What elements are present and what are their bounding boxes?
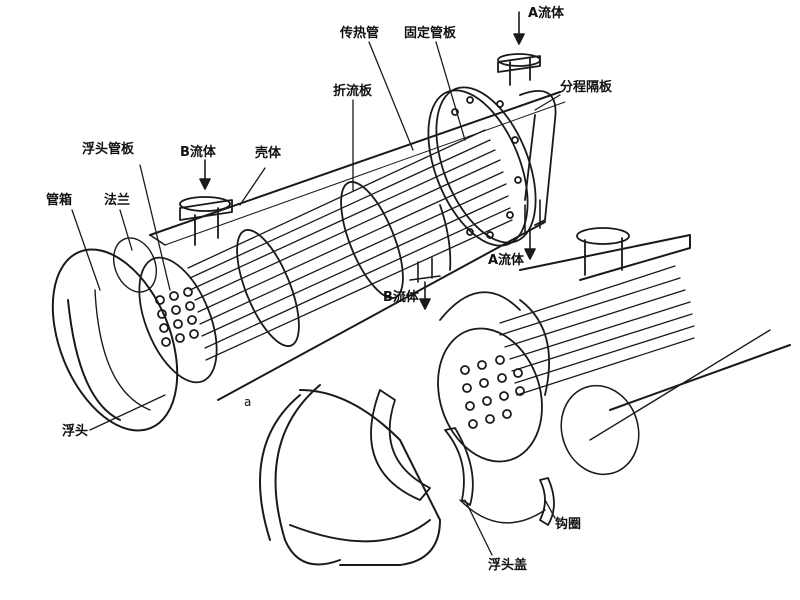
label-hook-ring: 钩圈 <box>555 517 582 532</box>
assembled-exchanger <box>51 53 566 432</box>
label-a-fluid-in: A流体 <box>528 6 565 21</box>
label-figure-letter: a <box>244 395 252 409</box>
right-shell-nozzle <box>576 227 630 276</box>
leader-lines <box>71 41 561 556</box>
label-b-fluid-in: B流体 <box>180 145 216 160</box>
left-channel <box>51 248 179 432</box>
label-shell: 壳体 <box>255 146 282 161</box>
flow-arrows <box>199 11 536 310</box>
hook-ring-parts <box>370 389 555 526</box>
label-heat-tube: 传热管 <box>340 26 380 41</box>
label-flange: 法兰 <box>104 193 131 208</box>
label-floating-head-cover: 浮头盖 <box>488 558 528 573</box>
b-nozzle-top <box>179 196 233 246</box>
fixed-tubesheet <box>427 86 537 247</box>
label-baffle: 折流板 <box>333 84 373 99</box>
label-fixed-tubesheet: 固定管板 <box>404 26 457 41</box>
floating-head-cover <box>259 384 441 566</box>
exploded-tubesheet <box>437 327 543 463</box>
floating-tubesheet <box>138 256 218 384</box>
exploded-tubes <box>499 265 695 396</box>
label-channel-box: 管箱 <box>46 193 73 208</box>
baffle-plates <box>236 181 452 347</box>
exploded-view <box>259 227 791 566</box>
label-floating-tubesheet: 浮头管板 <box>82 142 135 157</box>
a-nozzle-top <box>497 53 541 86</box>
label-a-fluid-out: A流体 <box>488 253 525 268</box>
label-pass-partition: 分程隔板 <box>560 80 613 95</box>
label-floating-head: 浮头 <box>62 424 89 439</box>
label-b-fluid-out: B流体 <box>383 290 419 305</box>
